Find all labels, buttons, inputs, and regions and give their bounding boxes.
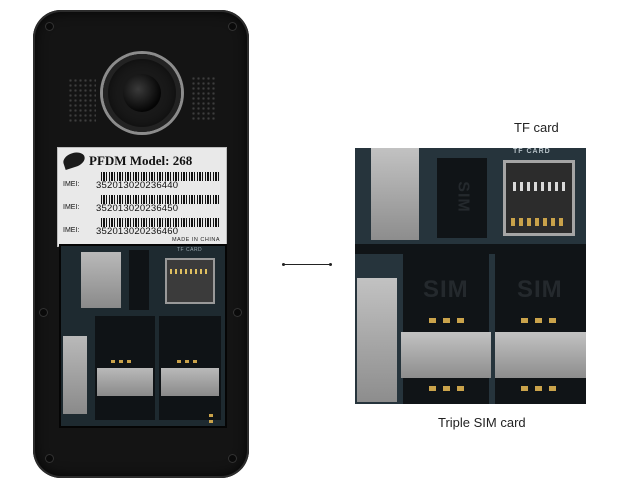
sim-slot-top [81, 252, 121, 308]
imei-row: IMEI: 352013020236460 [63, 218, 223, 238]
zoom-pcb-block [437, 158, 487, 238]
screw [233, 308, 242, 317]
gold-pin [209, 414, 213, 417]
zoom-gold-pin [443, 386, 450, 391]
phone-back: PFDM Model: 268 IMEI: 352013020236440 IM… [33, 10, 249, 478]
zoom-gold-pin [549, 318, 556, 323]
screw [228, 454, 237, 463]
imei-tag: IMEI: [63, 181, 80, 188]
zoom-gold-pin [535, 386, 542, 391]
zoom-sim-slot-right [495, 332, 586, 378]
sim-slot-right [161, 368, 219, 396]
camera-lens [103, 54, 181, 132]
zoom-gold-pin [443, 318, 450, 323]
gold-pin [185, 360, 189, 363]
tf-card-slot [165, 258, 215, 304]
imei-tag: IMEI: [63, 227, 80, 234]
zoom-detail-image: SIM TF CARD SIM SIM [355, 148, 586, 404]
zoom-sim-holder-left [403, 252, 489, 404]
speaker-grille-right [191, 76, 217, 120]
sim-slot-left [97, 368, 153, 396]
barcode [101, 218, 219, 227]
zoom-sim-slot-top [371, 148, 419, 240]
screw [228, 22, 237, 31]
zoom-tf-card-marking: TF CARD [513, 148, 551, 155]
gold-pin [209, 420, 213, 423]
zoom-gold-pin [457, 386, 464, 391]
triple-sim-caption: Triple SIM card [438, 415, 526, 430]
zoom-sim-marking: SIM [454, 181, 472, 213]
gold-pin [127, 360, 131, 363]
zoom-gold-pin [429, 386, 436, 391]
zoom-tf-card-slot [503, 160, 575, 236]
screw [45, 22, 54, 31]
model-title: PFDM Model: 268 [89, 153, 193, 168]
zoom-battery-contact [357, 278, 397, 402]
imei-number: 352013020236450 [96, 203, 179, 214]
imei-number: 352013020236440 [96, 180, 179, 191]
tf-card-caption: TF card [514, 120, 559, 135]
gold-pin [111, 360, 115, 363]
zoom-gold-pin [549, 386, 556, 391]
tf-card-marking: TF CARD [177, 247, 203, 253]
card-bay: TF CARD [59, 244, 227, 428]
speaker-grille-left [68, 78, 96, 122]
zoom-gold-pin [535, 318, 542, 323]
screw [39, 308, 48, 317]
pcb-block [129, 250, 149, 310]
gold-pin [119, 360, 123, 363]
imei-row: IMEI: 352013020236440 [63, 172, 223, 192]
zoom-sim-slot-left [401, 332, 491, 378]
gold-pin [193, 360, 197, 363]
imei-number: 352013020236460 [96, 226, 179, 237]
zoom-sim-holder-right [495, 252, 586, 404]
zoom-gold-pin [521, 318, 528, 323]
gold-pin [177, 360, 181, 363]
zoom-gold-pin [521, 386, 528, 391]
zoom-divider [355, 244, 586, 254]
brand-logo-icon [61, 149, 87, 171]
imei-tag: IMEI: [63, 204, 80, 211]
screw [45, 454, 54, 463]
battery-contact [63, 336, 87, 414]
pointer-line [282, 263, 332, 266]
barcode [101, 172, 219, 181]
imei-label: PFDM Model: 268 IMEI: 352013020236440 IM… [57, 147, 227, 247]
made-in-text: MADE IN CHINA [171, 237, 220, 243]
zoom-sim-marking: SIM [423, 276, 469, 303]
zoom-sim-marking: SIM [517, 276, 563, 303]
zoom-gold-pin [429, 318, 436, 323]
barcode [101, 195, 219, 204]
imei-row: IMEI: 352013020236450 [63, 195, 223, 215]
zoom-gold-pin [457, 318, 464, 323]
